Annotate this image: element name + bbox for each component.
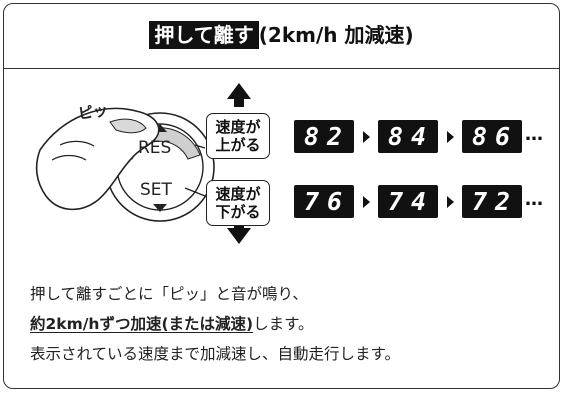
description-emphasis: 約2km/hずつ加速(または減速) <box>30 315 254 333</box>
set-down-arrow-icon <box>153 204 167 212</box>
continuation-ellipsis: … <box>525 124 544 145</box>
speed-display-up: 86 <box>462 120 522 153</box>
next-arrow-icon <box>363 196 370 208</box>
next-arrow-icon <box>363 131 370 143</box>
panel-header: 押して離す(2km/h 加減速) <box>4 4 559 69</box>
next-arrow-icon <box>447 131 454 143</box>
next-arrow-icon <box>447 196 454 208</box>
speed-display-up: 82 <box>294 120 354 153</box>
up-callout-pointer <box>194 144 206 149</box>
callout-line: 速度が <box>215 118 261 136</box>
panel-title: 押して離す(2km/h 加減速) <box>4 21 559 49</box>
res-button-label: RES <box>138 138 172 158</box>
beep-sound-text: ピッ <box>76 100 110 123</box>
callout-line: 下がる <box>215 203 261 221</box>
set-button-label: SET <box>140 180 172 200</box>
callout-line: 速度が <box>215 185 261 203</box>
speed-display-down: 72 <box>462 185 522 218</box>
title-highlight: 押して離す <box>149 21 259 49</box>
finger-crease <box>51 154 87 161</box>
down-callout-pointer <box>184 187 206 197</box>
description-line-2-rest: します。 <box>253 315 314 333</box>
callout-line: 上がる <box>215 136 261 154</box>
finger-icon <box>35 107 160 211</box>
description-line-2: 約2km/hずつ加速(または減速)します。 <box>30 312 314 334</box>
speed-up-callout: 速度が 上がる <box>206 113 270 159</box>
speed-display-down: 74 <box>378 185 438 218</box>
down-arrow-icon <box>227 220 251 244</box>
speed-display-down: 76 <box>294 185 354 218</box>
description-line-1: 押して離すごとに「ピッ」と音が鳴り、 <box>30 285 308 303</box>
speed-down-callout: 速度が 下がる <box>206 180 270 226</box>
up-arrow-icon <box>227 83 251 107</box>
speed-display-up: 84 <box>378 120 438 153</box>
description-line-3: 表示されている速度まで加減速し、自動走行します。 <box>30 345 400 363</box>
fingernail-icon <box>109 118 147 134</box>
finger-crease <box>59 140 95 147</box>
title-subtext: (2km/h 加減速) <box>258 23 414 47</box>
continuation-ellipsis: … <box>525 189 544 210</box>
